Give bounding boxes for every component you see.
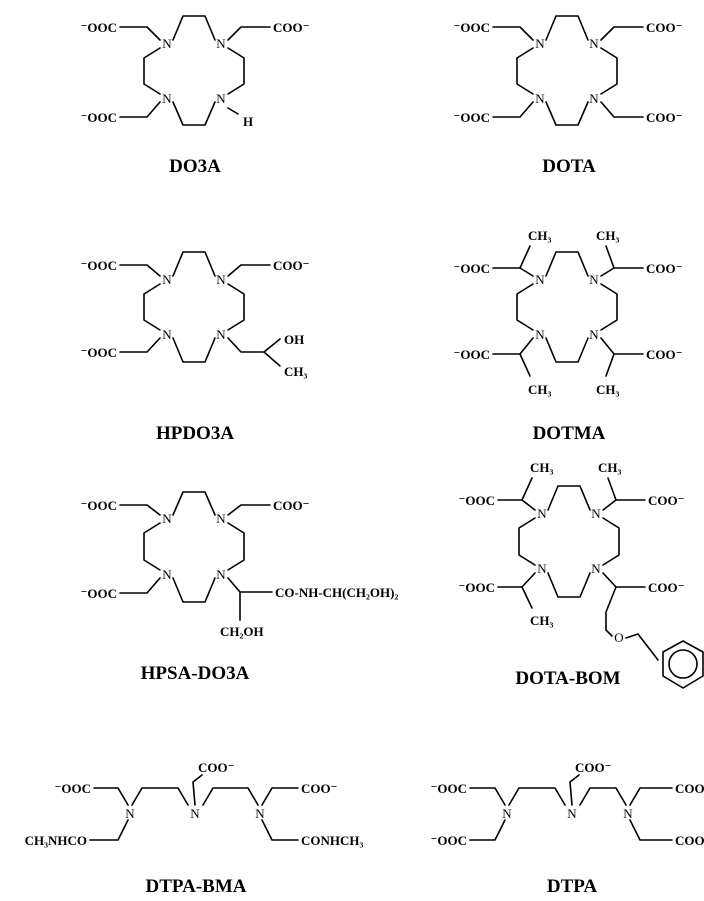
carboxylate-group: ⁻OOC — [81, 498, 117, 513]
carboxylate-group: COO⁻ — [675, 833, 704, 848]
amide-side-chain: CO-NH-CH(CH₂OH)₂ — [275, 585, 398, 600]
carboxylate-group: COO⁻ — [646, 261, 682, 276]
atom-n: N — [216, 36, 226, 51]
carboxylate-group: ⁻OOC — [81, 586, 117, 601]
structure-do3a: N N N N H ⁻OOC COO⁻ ⁻OOC DO3A — [81, 15, 309, 177]
structure-dtpa: N N N COO⁻ ⁻OOC COO⁻ ⁻OOC COO⁻ DTPA — [431, 760, 704, 897]
carboxylate-group: ⁻OOC — [459, 493, 495, 508]
atom-n: N — [162, 272, 172, 287]
carboxylate-group: COO⁻ — [273, 20, 309, 35]
methyl-group: CH₃ — [530, 460, 554, 475]
carboxylate-group: ⁻OOC — [81, 345, 117, 360]
compound-label-hpsa-do3a: HPSA-DO3A — [141, 663, 250, 684]
methylamide-group: CH₃NHCO — [25, 833, 87, 848]
methyl-group: CH₃ — [528, 382, 552, 397]
carboxylate-group: ⁻OOC — [81, 110, 117, 125]
carboxylate-group: COO⁻ — [575, 760, 611, 775]
atom-n: N — [162, 567, 172, 582]
atom-n: N — [125, 806, 135, 821]
compound-label-dtpa: DTPA — [547, 876, 598, 896]
compound-label-dota-bom: DOTA-BOM — [515, 668, 620, 689]
atom-n: N — [162, 511, 172, 526]
atom-n: N — [567, 806, 577, 821]
atom-n: N — [216, 567, 226, 582]
atom-n: N — [535, 327, 545, 342]
carboxylate-group: COO⁻ — [273, 498, 309, 513]
atom-n: N — [589, 327, 599, 342]
atom-n: N — [502, 806, 512, 821]
carboxylate-group: ⁻OOC — [81, 20, 117, 35]
atom-n: N — [589, 91, 599, 106]
atom-n: N — [162, 327, 172, 342]
methylamide-group: CONHCH₃ — [301, 833, 364, 848]
atom-n: N — [589, 272, 599, 287]
structure-dota: N N N N ⁻OOC COO⁻ ⁻OOC COO⁻ DOTA — [454, 15, 682, 177]
atom-n: N — [591, 506, 601, 521]
structure-dtpa-bma: N N N COO⁻ ⁻OOC COO⁻ CH₃NHCO CONHCH₃ DTP… — [25, 760, 364, 897]
atom-n: N — [162, 36, 172, 51]
structure-dota-bom: N N N N O CH₃ CH₃ CH₃ ⁻OOC COO⁻ ⁻OOC COO… — [459, 460, 704, 689]
atom-n: N — [255, 806, 265, 821]
structure-hpsa-do3a: N N N N ⁻OOC COO⁻ ⁻OOC CO-NH-CH(CH₂OH)₂ … — [81, 491, 398, 684]
atom-n: N — [216, 272, 226, 287]
carboxylate-group: COO⁻ — [675, 781, 704, 796]
methyl-group: CH₃ — [528, 228, 552, 243]
carboxylate-group: ⁻OOC — [454, 20, 490, 35]
methyl-group: CH₃ — [598, 460, 622, 475]
carboxylate-group: COO⁻ — [646, 20, 682, 35]
carboxylate-group: ⁻OOC — [454, 110, 490, 125]
carboxylate-group: COO⁻ — [273, 258, 309, 273]
carboxylate-group: ⁻OOC — [81, 258, 117, 273]
structure-dotma: N N N N CH₃ CH₃ CH₃ CH₃ ⁻OOC COO⁻ ⁻OOC C… — [454, 228, 683, 444]
atom-n: N — [216, 327, 226, 342]
hydroxymethyl-group: CH₂OH — [220, 624, 264, 639]
atom-n: N — [535, 272, 545, 287]
carboxylate-group: ⁻OOC — [454, 261, 490, 276]
carboxylate-group: ⁻OOC — [55, 781, 91, 796]
carboxylate-group: COO⁻ — [648, 580, 684, 595]
atom-n: N — [535, 91, 545, 106]
methyl-group: CH₃ — [284, 364, 308, 379]
atom-n: N — [537, 561, 547, 576]
carboxylate-group: ⁻OOC — [454, 347, 490, 362]
carboxylate-group: ⁻OOC — [459, 580, 495, 595]
atom-n: N — [591, 561, 601, 576]
atom-h: H — [243, 114, 253, 129]
methyl-group: CH₃ — [596, 228, 620, 243]
compound-label-dota: DOTA — [542, 156, 596, 177]
compound-label-hpdo3a: HPDO3A — [156, 423, 234, 444]
methyl-group: CH₃ — [596, 382, 620, 397]
structure-hpdo3a: N N N N ⁻OOC COO⁻ ⁻OOC OH CH₃ HPDO3A — [81, 251, 309, 444]
atom-n: N — [216, 91, 226, 106]
methyl-group: CH₃ — [530, 613, 554, 628]
atom-n: N — [589, 36, 599, 51]
atom-n: N — [537, 506, 547, 521]
carboxylate-group: COO⁻ — [646, 110, 682, 125]
atom-n: N — [535, 36, 545, 51]
compound-label-dotma: DOTMA — [533, 423, 606, 444]
atom-n: N — [162, 91, 172, 106]
atom-n: N — [216, 511, 226, 526]
atom-n: N — [190, 806, 200, 821]
atom-n: N — [623, 806, 633, 821]
atom-o: O — [614, 630, 623, 645]
carboxylate-group: ⁻OOC — [431, 833, 467, 848]
hydroxyl-group: OH — [284, 332, 304, 347]
carboxylate-group: COO⁻ — [648, 493, 684, 508]
compound-label-dtpa-bma: DTPA-BMA — [146, 876, 247, 896]
carboxylate-group: ⁻OOC — [431, 781, 467, 796]
carboxylate-group: COO⁻ — [301, 781, 337, 796]
carboxylate-group: COO⁻ — [198, 760, 234, 775]
compound-label-do3a: DO3A — [169, 156, 221, 177]
carboxylate-group: COO⁻ — [646, 347, 682, 362]
